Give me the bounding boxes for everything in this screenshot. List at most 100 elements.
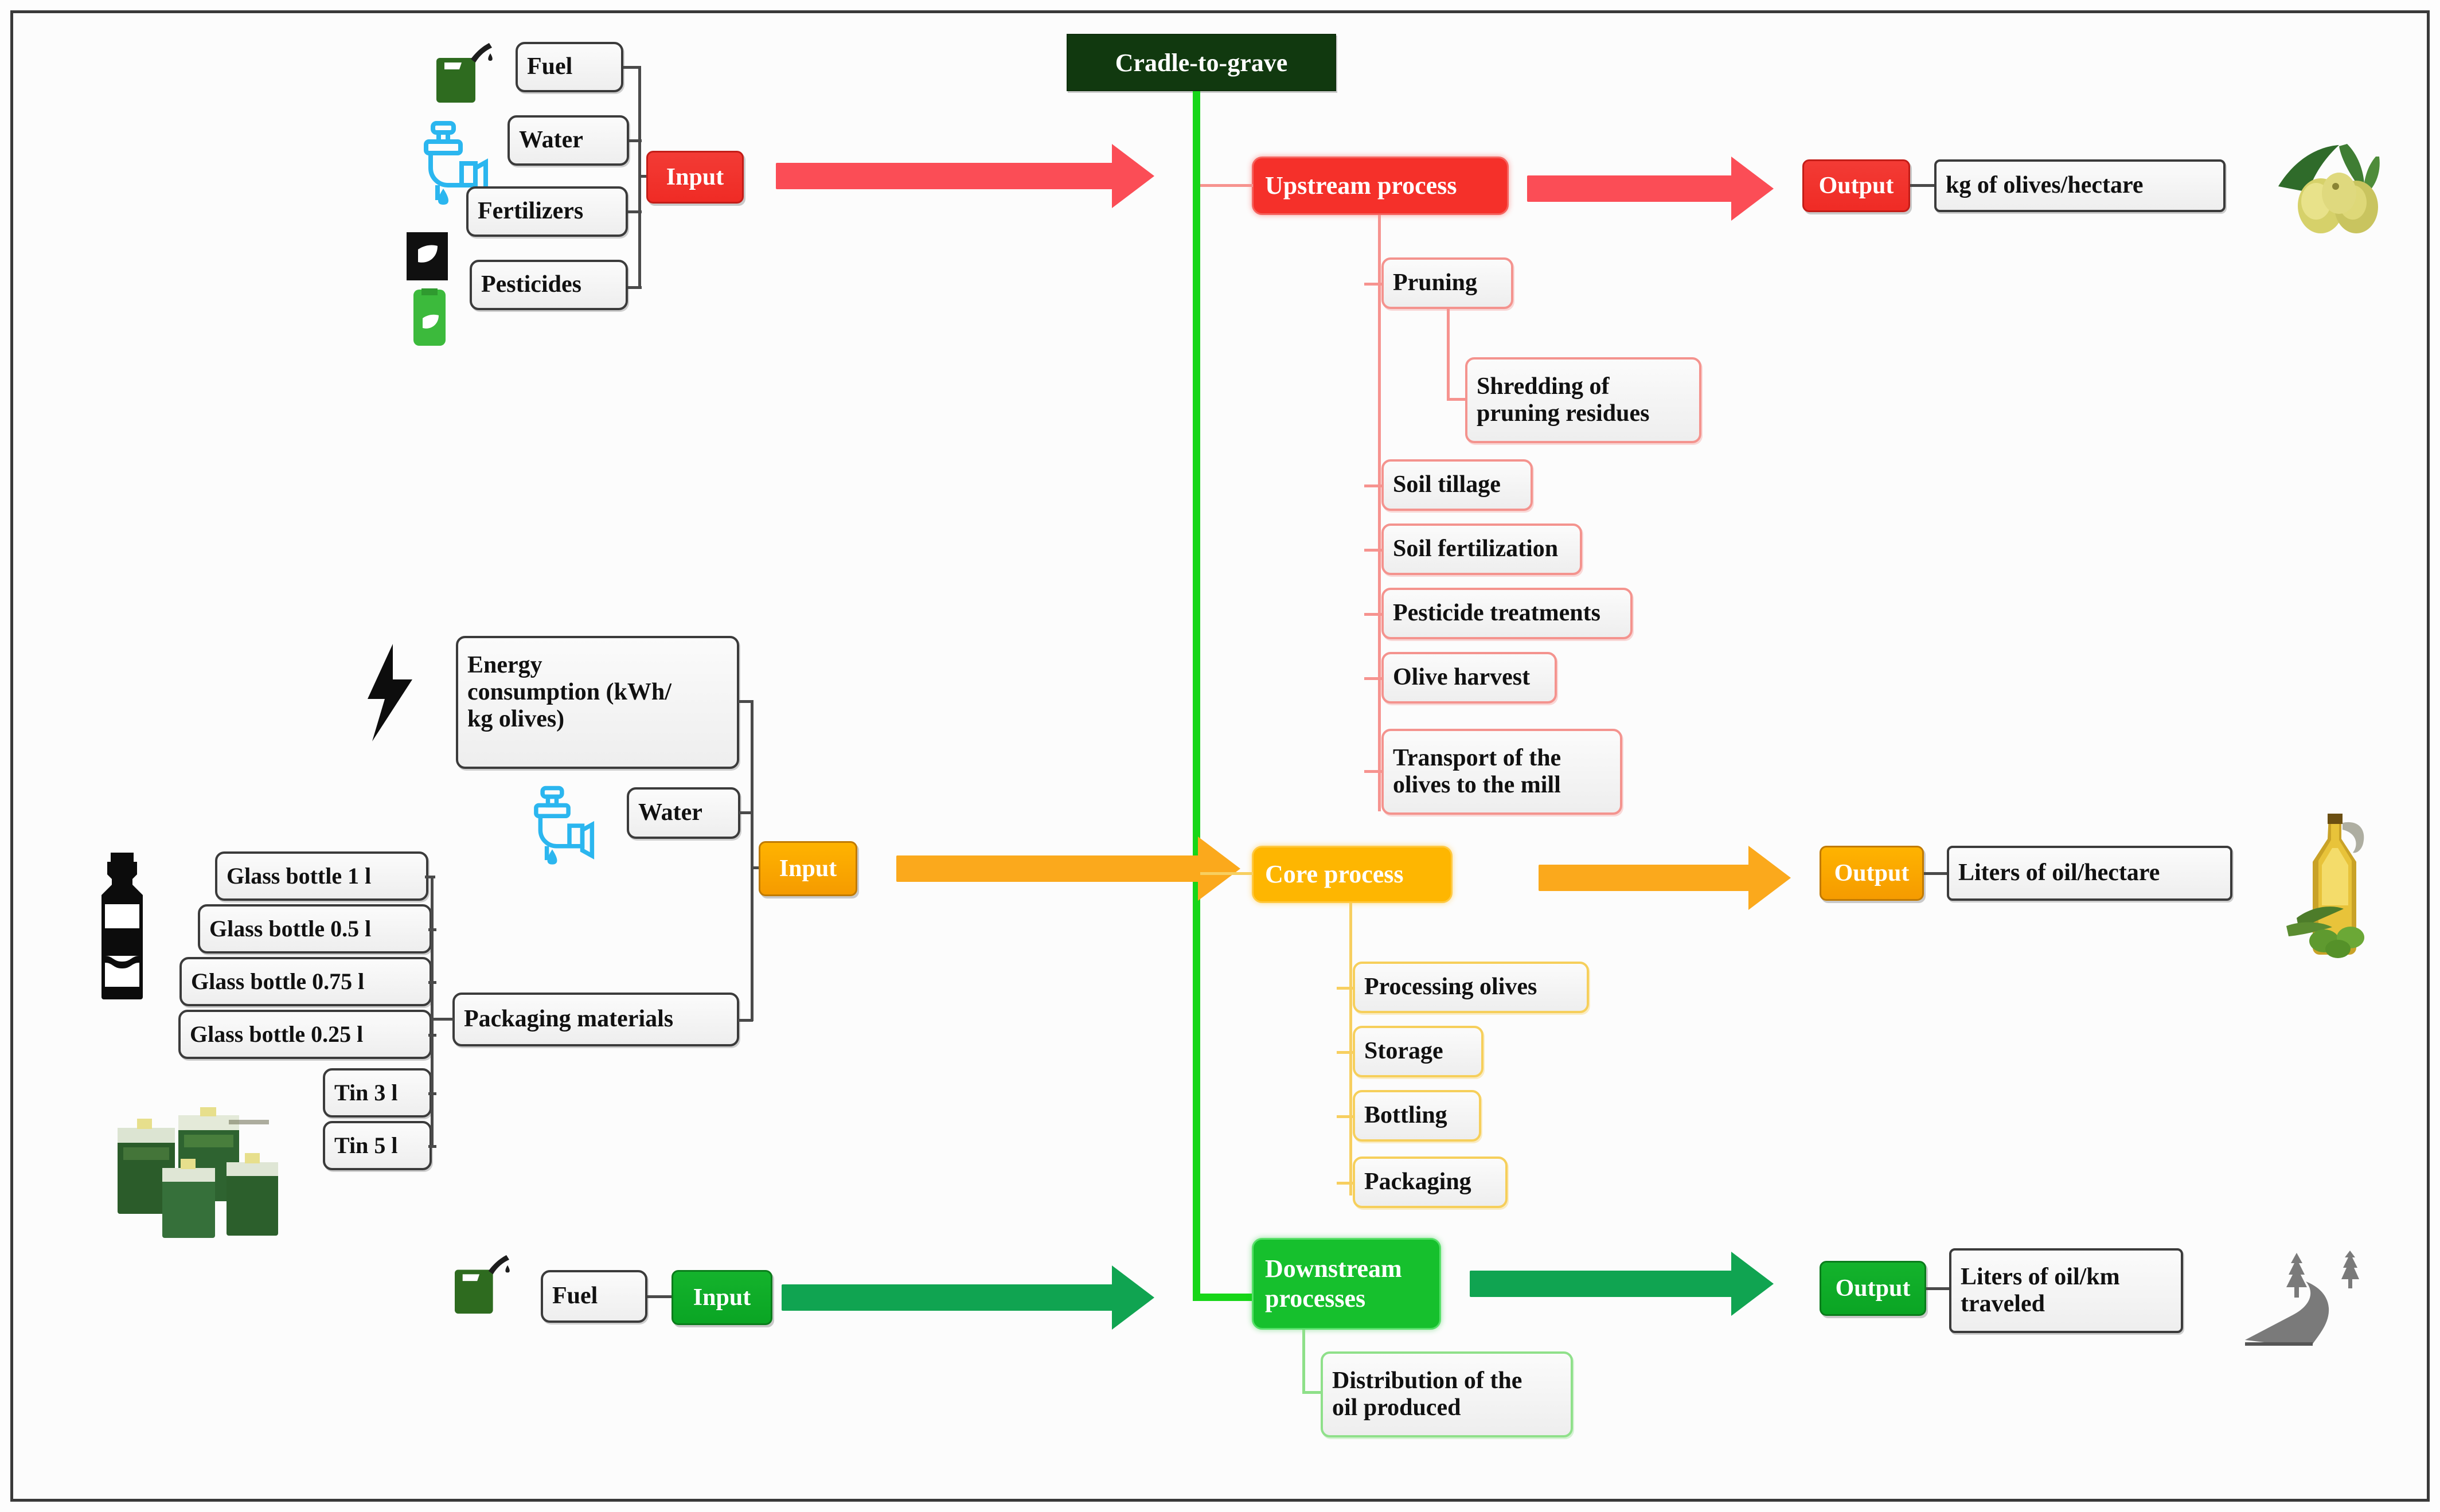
upstream-bracket-stub-pesticides [628, 286, 642, 289]
diagram-frame: Cradle-to-grave [10, 10, 2430, 1502]
core-step-packaging[interactable]: Packaging [1353, 1157, 1508, 1208]
upstream-input-arrow [776, 144, 1154, 208]
fertilizer-bag-icon [401, 226, 454, 286]
core-process-node[interactable]: Core process [1252, 846, 1453, 903]
upstream-step-soil-tillage[interactable]: Soil tillage [1381, 459, 1533, 511]
packaging-bracket-stub-1 [425, 876, 435, 878]
core-bracket-stub-energy [738, 700, 753, 703]
core-step-processing-olives-label: Processing olives [1364, 974, 1537, 1001]
upstream-process-node[interactable]: Upstream process [1252, 157, 1509, 215]
packaging-tin-5l[interactable]: Tin 5 l [323, 1121, 432, 1170]
fuel-can-icon-downstream [455, 1253, 510, 1316]
upstream-input-fuel[interactable]: Fuel [516, 42, 623, 92]
downstream-step-distribution[interactable]: Distribution of the oil produced [1321, 1351, 1573, 1437]
upstream-output-connector [1910, 184, 1935, 187]
packaging-glass-bottle-025l-label: Glass bottle 0.25 l [190, 1021, 364, 1047]
core-input-bracket-vertical [751, 700, 754, 1021]
upstream-input-water[interactable]: Water [507, 115, 629, 166]
upstream-step-pesticide-treatments[interactable]: Pesticide treatments [1381, 588, 1633, 639]
downstream-output-metric[interactable]: Liters of oil/km traveled [1949, 1248, 2183, 1333]
packaging-glass-bottle-025l[interactable]: Glass bottle 0.25 l [178, 1010, 432, 1059]
upstream-step-shredding-label: Shredding of pruning residues [1477, 373, 1650, 427]
upstream-output-badge[interactable]: Output [1802, 159, 1910, 212]
downstream-process-node[interactable]: Downstream processes [1252, 1238, 1441, 1330]
upstream-step-shredding[interactable]: Shredding of pruning residues [1465, 357, 1701, 443]
packaging-glass-bottle-05l[interactable]: Glass bottle 0.5 l [198, 904, 432, 954]
core-input-badge[interactable]: Input [759, 841, 857, 896]
downstream-steps-trunk [1302, 1330, 1305, 1394]
upstream-step-transport-olives-label: Transport of the olives to the mill [1393, 744, 1561, 798]
upstream-step-stub-4 [1364, 549, 1381, 552]
upstream-step-olive-harvest[interactable]: Olive harvest [1381, 652, 1557, 704]
upstream-step-stub-6 [1364, 677, 1381, 680]
upstream-output-arrow [1527, 157, 1774, 221]
packaging-glass-bottle-05l-label: Glass bottle 0.5 l [209, 915, 372, 941]
core-input-packaging-materials[interactable]: Packaging materials [452, 993, 739, 1046]
core-bracket-stub-packaging [738, 1019, 753, 1022]
core-step-bottling-label: Bottling [1364, 1102, 1447, 1129]
packaging-glass-bottle-075l[interactable]: Glass bottle 0.75 l [179, 957, 432, 1006]
upstream-input-fertilizers[interactable]: Fertilizers [466, 186, 628, 237]
downstream-output-metric-label: Liters of oil/km traveled [1961, 1263, 2120, 1317]
core-output-arrow [1539, 846, 1791, 910]
core-input-water-label: Water [638, 799, 702, 826]
root-node-label: Cradle-to-grave [1115, 48, 1288, 77]
core-steps-trunk [1349, 903, 1352, 1195]
downstream-process-label: Downstream processes [1265, 1255, 1402, 1312]
tins-photo [114, 1107, 280, 1239]
downstream-input-badge-label: Input [693, 1284, 751, 1311]
packaging-tin-3l-label: Tin 3 l [334, 1079, 398, 1105]
downstream-input-badge[interactable]: Input [672, 1270, 772, 1325]
upstream-output-metric[interactable]: kg of olives/hectare [1934, 159, 2226, 212]
packaging-bracket-stub-6 [428, 1145, 436, 1148]
olives-photo [2261, 134, 2404, 237]
core-input-water[interactable]: Water [627, 787, 740, 839]
packaging-bracket-stub-2 [428, 928, 436, 931]
core-step-bottling[interactable]: Bottling [1353, 1090, 1481, 1142]
oil-bottle-photo [2256, 814, 2394, 958]
core-input-badge-label: Input [779, 855, 837, 882]
trunk-branch-core [1200, 872, 1253, 875]
packaging-bracket-stub-3 [428, 981, 436, 984]
core-step-packaging-label: Packaging [1364, 1169, 1471, 1195]
trunk-branch-upstream [1200, 184, 1253, 187]
core-step-processing-olives[interactable]: Processing olives [1353, 962, 1589, 1013]
core-input-energy[interactable]: Energy consumption (kWh/ kg olives) [456, 636, 739, 769]
pruning-to-shredding-horizontal [1447, 398, 1472, 401]
core-output-badge-label: Output [1834, 859, 1910, 886]
core-process-label: Core process [1265, 860, 1404, 889]
root-node-cradle-to-grave[interactable]: Cradle-to-grave [1067, 34, 1336, 91]
upstream-input-badge[interactable]: Input [646, 151, 744, 204]
packaging-tin-5l-label: Tin 5 l [334, 1132, 398, 1158]
upstream-step-transport-olives[interactable]: Transport of the olives to the mill [1381, 729, 1622, 815]
downstream-input-fuel-label: Fuel [552, 1283, 598, 1310]
core-step-stub-2 [1337, 1051, 1353, 1054]
upstream-step-pruning[interactable]: Pruning [1381, 257, 1513, 309]
upstream-step-soil-fertilization[interactable]: Soil fertilization [1381, 523, 1582, 575]
core-input-energy-label: Energy consumption (kWh/ kg olives) [467, 652, 672, 733]
core-bracket-stub-water [739, 811, 753, 814]
upstream-input-pesticides[interactable]: Pesticides [470, 260, 628, 310]
upstream-step-soil-fertilization-label: Soil fertilization [1393, 536, 1559, 562]
road-trees-icon [2244, 1251, 2393, 1371]
trunk-line-to-downstream [1193, 1294, 1255, 1301]
downstream-output-badge[interactable]: Output [1820, 1261, 1926, 1316]
upstream-step-stub-3 [1364, 485, 1381, 487]
core-output-badge[interactable]: Output [1820, 846, 1924, 901]
upstream-input-fertilizers-label: Fertilizers [478, 198, 584, 225]
upstream-input-badge-label: Input [666, 163, 724, 190]
packaging-glass-bottle-1l[interactable]: Glass bottle 1 l [215, 851, 428, 901]
upstream-step-olive-harvest-label: Olive harvest [1393, 664, 1531, 691]
core-step-storage[interactable]: Storage [1353, 1026, 1483, 1077]
lightning-bolt-icon [364, 644, 416, 741]
upstream-input-water-label: Water [519, 127, 583, 154]
core-input-arrow [896, 837, 1240, 901]
core-output-metric[interactable]: Liters of oil/hectare [1947, 846, 2232, 901]
downstream-step-distribution-label: Distribution of the oil produced [1332, 1367, 1522, 1421]
fuel-can-icon [436, 41, 493, 105]
downstream-step-stub-1 [1302, 1391, 1325, 1394]
downstream-input-fuel[interactable]: Fuel [541, 1270, 647, 1323]
packaging-tin-3l[interactable]: Tin 3 l [323, 1068, 432, 1118]
core-step-stub-1 [1337, 987, 1353, 990]
